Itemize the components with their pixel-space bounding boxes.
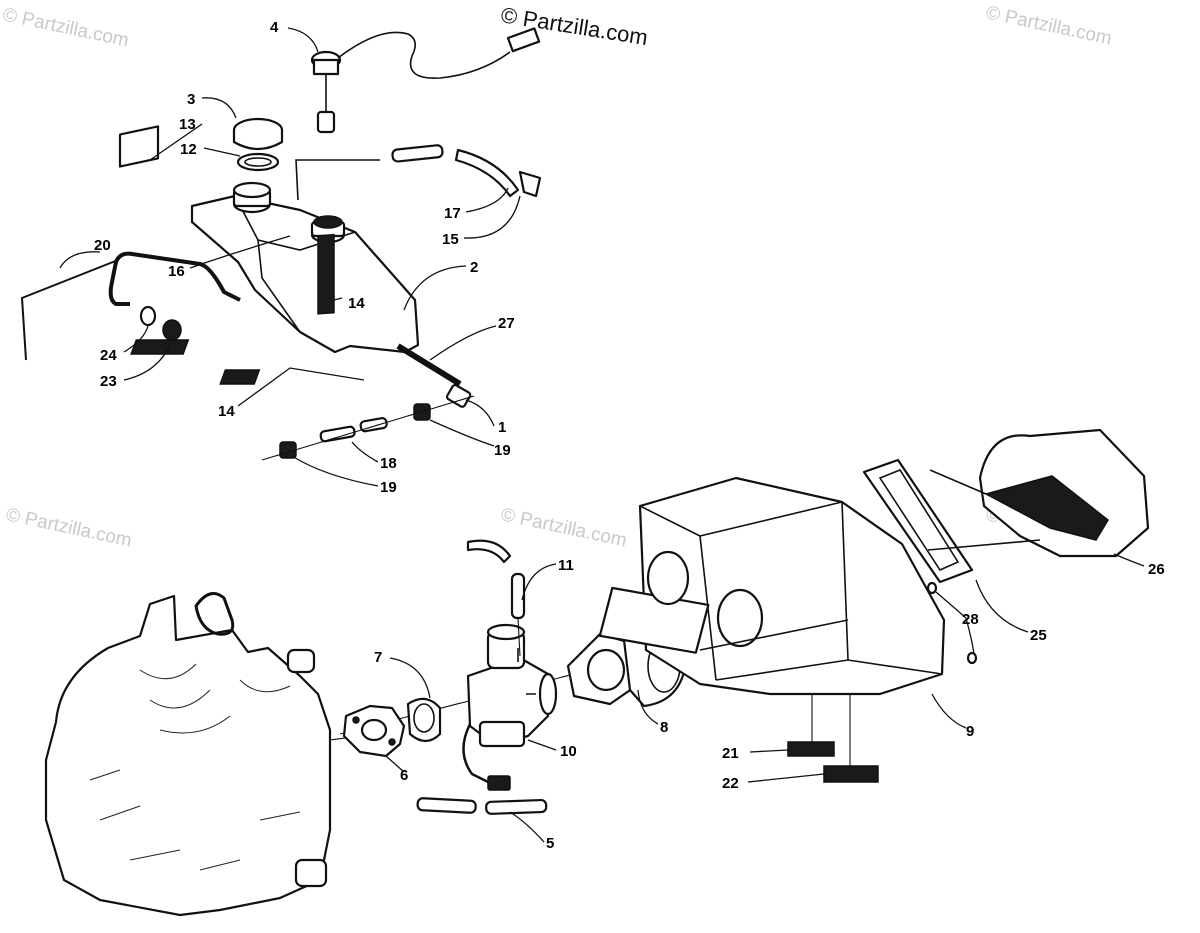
callout-1: 1	[498, 419, 506, 436]
oil-tank-body	[190, 194, 420, 354]
callout-labels: 4 3 13 12 16 17 15 2 14 27 14 20 24 23 1…	[94, 19, 1165, 852]
oil-sender-wire	[337, 31, 511, 79]
engine-pull-loop	[194, 592, 235, 636]
callout-4: 4	[270, 19, 279, 36]
oil-tank-decal	[118, 125, 160, 168]
watermark-top-right: © Partzilla.com	[984, 2, 1114, 49]
oil-tank-assembly	[20, 27, 542, 461]
oil-line-fitting	[445, 383, 472, 408]
carburetor-outlet	[538, 672, 558, 716]
watermark-mid-left: © Partzilla.com	[4, 504, 134, 551]
leader-lines	[59, 27, 1145, 843]
callout-5: 5	[546, 835, 554, 852]
intake-assembly	[339, 539, 661, 815]
engine-outline	[44, 594, 332, 917]
vent-hose-curved	[454, 148, 520, 198]
oil-sender-connector	[506, 27, 541, 53]
fuel-hose-upper	[466, 539, 512, 564]
air-silencer-inlet-left	[646, 550, 690, 606]
oil-cap-gasket	[236, 152, 280, 172]
oil-hose-18b	[319, 425, 356, 443]
callout-26: 26	[1148, 561, 1165, 578]
callout-19-lower: 19	[380, 479, 397, 496]
air-silencer-inlet-right	[716, 588, 764, 648]
oil-line-27	[396, 343, 462, 387]
watermark-mid-center: © Partzilla.com	[499, 504, 629, 551]
vent-hose-short	[391, 144, 444, 163]
carb-heater-wire	[462, 723, 493, 786]
vent-check-valve	[518, 170, 542, 198]
engine-pulley-shaft	[294, 858, 328, 888]
silencer-screw-lower	[966, 651, 978, 665]
callout-20: 20	[94, 237, 111, 254]
rod-washer	[139, 305, 157, 327]
callout-2: 2	[470, 259, 478, 276]
callout-19-upper: 19	[494, 442, 511, 459]
vent-hose-5b	[485, 798, 548, 815]
tank-pad-left	[130, 339, 190, 355]
rod-nut	[162, 319, 182, 341]
callout-14-pads: 14	[218, 403, 235, 420]
carb-clamp	[406, 697, 442, 743]
silencer-screw-upper	[926, 581, 938, 595]
callout-3: 3	[187, 91, 195, 108]
callout-27: 27	[498, 315, 515, 332]
callout-15: 15	[442, 231, 459, 248]
silencer-gasket	[862, 458, 974, 584]
callout-25: 25	[1030, 627, 1047, 644]
silencer-pad-22	[823, 765, 879, 783]
callout-24: 24	[100, 347, 117, 364]
silencer-pad-21	[787, 741, 835, 757]
callout-14-tank: 14	[348, 295, 365, 312]
engine-block	[44, 592, 361, 917]
callout-13: 13	[179, 116, 196, 133]
fuel-hose-lower	[510, 572, 526, 620]
callout-7: 7	[374, 649, 382, 666]
callout-9: 9	[966, 723, 974, 740]
tank-pad-right	[219, 369, 261, 385]
callout-23: 23	[100, 373, 117, 390]
callout-17: 17	[444, 205, 461, 222]
callout-28: 28	[962, 611, 979, 628]
oil-tank-sight-strip	[317, 233, 335, 315]
carb-heater-connector	[487, 775, 511, 791]
callout-22: 22	[722, 775, 739, 792]
callout-11: 11	[558, 557, 574, 574]
callout-16: 16	[168, 263, 185, 280]
callout-12: 12	[180, 141, 197, 158]
callout-21: 21	[722, 745, 739, 762]
carburetor-bowl	[478, 720, 526, 748]
air-silencer-assembly	[566, 428, 1150, 783]
engine-starter-boss	[286, 648, 316, 674]
vent-hose-5a	[416, 797, 477, 814]
watermark-top-left: © Partzilla.com	[1, 4, 131, 51]
callout-8: 8	[660, 719, 668, 736]
callout-18: 18	[380, 455, 397, 472]
callout-6: 6	[400, 767, 408, 784]
oil-tank-rod	[108, 251, 241, 306]
callout-10: 10	[560, 743, 577, 760]
